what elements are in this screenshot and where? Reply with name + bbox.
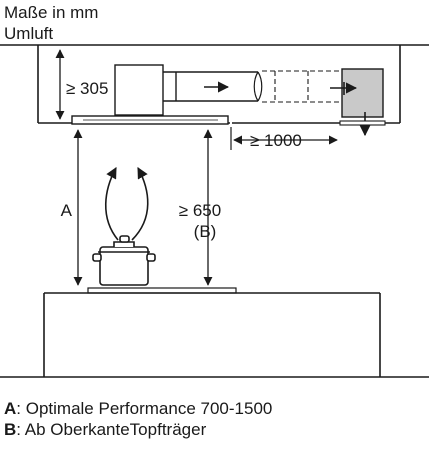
module-outlet-grille — [339, 120, 386, 126]
hob-clearance-ref: (B) — [194, 222, 217, 241]
recirculation-module — [341, 68, 384, 118]
steam-arrow-left-icon — [104, 167, 119, 241]
exhaust-duct — [163, 71, 263, 102]
steam-arrow-right-icon — [131, 167, 149, 241]
cooking-pot-icon — [92, 235, 156, 286]
legend-item-a: A: Optimale Performance 700-1500 — [4, 399, 272, 419]
units-label: Maße in mm — [4, 3, 98, 22]
legend-key-a: A — [4, 399, 17, 418]
duct-extension-dashed — [262, 70, 344, 103]
hob-clearance-label: ≥ 650 — [179, 201, 221, 220]
duct-distance-label: ≥ 1000 — [250, 131, 302, 150]
performance-distance-label: A — [61, 201, 73, 220]
legend-text-a: : Optimale Performance 700-1500 — [16, 399, 273, 418]
hood-motor-unit — [114, 64, 164, 116]
legend-item-b: B: Ab OberkanteTopfträger — [4, 420, 206, 440]
legend-key-b: B — [4, 420, 17, 439]
mode-label: Umluft — [4, 24, 53, 43]
ceiling-gap-label: ≥ 305 — [66, 79, 108, 98]
kitchen-cabinet — [43, 292, 381, 377]
legend-text-b: : Ab OberkanteTopfträger — [16, 420, 207, 439]
